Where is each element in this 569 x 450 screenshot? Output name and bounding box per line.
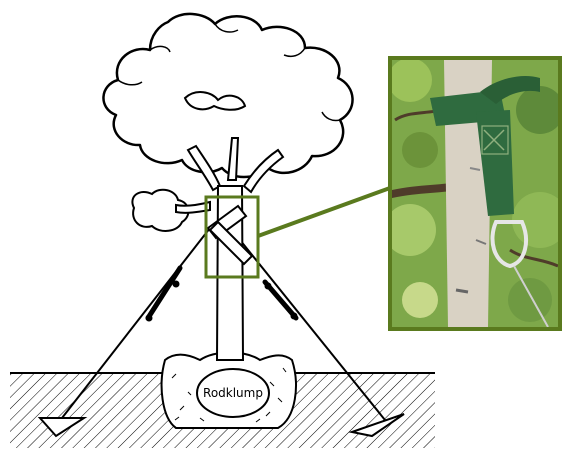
root-ball-label: Rodklump — [203, 386, 263, 400]
strap-photo — [384, 56, 568, 331]
callout-connector — [258, 188, 390, 236]
root-ball: Rodklump — [162, 353, 296, 429]
